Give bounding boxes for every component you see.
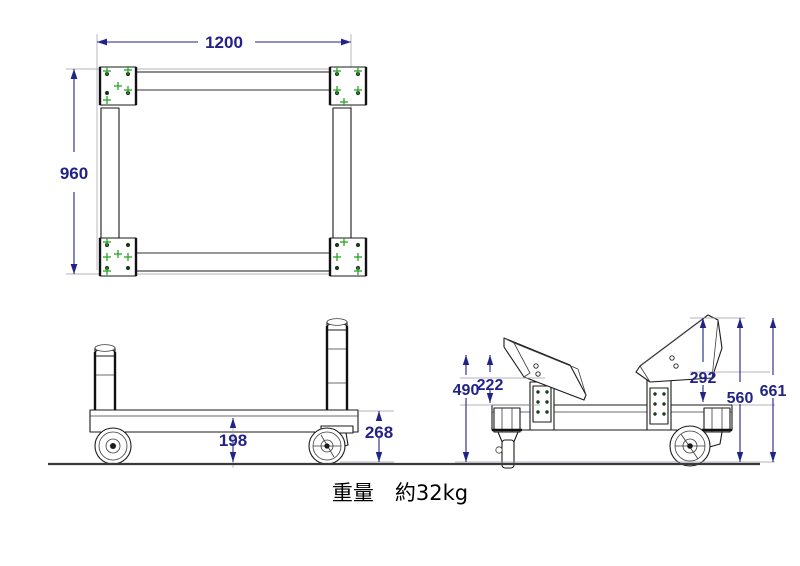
plan-corner-plate-top-right	[328, 66, 368, 106]
front-arm-base-value: 490	[453, 382, 480, 399]
bolt-hole	[545, 390, 549, 394]
plan-width-value: 1200	[205, 33, 243, 52]
plan-right-rail	[332, 107, 352, 257]
side-caster-right	[308, 425, 354, 465]
front-mid-height-value: 560	[727, 390, 754, 407]
dimension-plan-width: 1200	[97, 33, 351, 52]
front-riser-left	[529, 381, 555, 431]
center-cross-marks	[333, 238, 362, 275]
bolt-hole	[536, 400, 540, 404]
mount-hole	[673, 363, 679, 369]
plan-corner-plate-bottom-left	[98, 237, 138, 277]
front-elevation: 222 490 292	[453, 314, 787, 469]
bolt-hole	[536, 390, 540, 394]
side-post-left	[93, 344, 117, 411]
bolt-hole	[653, 402, 657, 406]
mount-hole	[535, 371, 541, 377]
bolt-hole	[536, 410, 540, 414]
dimension-front-mid-height: 560	[727, 318, 754, 462]
bolt-hole	[545, 410, 549, 414]
plan-left-rail	[100, 107, 120, 257]
plan-bottom-rail	[119, 252, 334, 272]
caster-mount	[703, 407, 731, 433]
front-arm-rise-right-value: 292	[690, 370, 717, 387]
bolt-hole	[653, 412, 657, 416]
bolt-hole	[355, 242, 361, 248]
side-deck-beam	[89, 409, 359, 433]
arm-body	[635, 314, 723, 383]
plan-corner-plate-top-left	[98, 66, 138, 106]
side-post-right	[325, 318, 349, 411]
caster-axle	[324, 443, 330, 449]
front-caster-left	[492, 407, 522, 469]
brake-lever	[495, 446, 503, 454]
plan-depth-value: 960	[60, 164, 88, 183]
bolt-hole	[334, 265, 340, 271]
bolt-hole	[662, 402, 666, 406]
bolt-hole	[104, 90, 110, 96]
dimension-front-arm-base: 490	[453, 355, 480, 462]
side-deck-height-value: 268	[365, 423, 393, 442]
front-support-arm-left	[503, 337, 587, 401]
bolt-hole	[662, 412, 666, 416]
plan-top-rail	[119, 71, 334, 91]
post-top-ellipse	[326, 318, 348, 326]
plan-view: 1200 960	[60, 33, 368, 277]
center-cross-marks	[333, 67, 362, 106]
plan-corner-plate-bottom-right	[328, 237, 368, 277]
dimension-front-arm-rise-left: 222	[477, 355, 504, 403]
bolt-hole	[125, 265, 131, 271]
dimension-front-arm-rise-right: 292	[690, 318, 717, 402]
side-caster-left	[94, 427, 132, 465]
weight-note: 重量 約32kg	[332, 481, 468, 505]
front-main-beam	[491, 404, 733, 431]
mount-hole	[669, 355, 675, 361]
dimension-plan-depth: 960	[60, 69, 88, 274]
post-top-ellipse	[94, 344, 116, 352]
front-caster-right	[669, 407, 732, 467]
caster-axle	[110, 443, 116, 449]
plan-frame-rails	[100, 71, 352, 272]
caster-wheel-edge	[501, 439, 515, 469]
bolt-hole	[334, 242, 340, 248]
bolt-hole	[662, 392, 666, 396]
front-arm-rise-value: 222	[477, 377, 504, 394]
bolt-hole	[545, 400, 549, 404]
front-overall-height-value: 661	[760, 383, 787, 400]
side-clearance-value: 198	[219, 431, 247, 450]
dimension-side-deck-height: 268	[340, 410, 394, 463]
mount-hole	[533, 363, 539, 369]
arm-body	[503, 337, 587, 401]
bolt-hole	[653, 392, 657, 396]
bolt-hole	[125, 242, 131, 248]
dimension-side-clearance: 198	[219, 418, 247, 468]
front-support-arm-right	[635, 314, 723, 383]
dimension-front-overall-height: 661	[760, 318, 787, 462]
caster-mount	[493, 407, 521, 433]
center-cross-marks	[103, 238, 132, 275]
caster-axle	[687, 443, 693, 449]
side-elevation: 198 268	[89, 318, 394, 468]
center-cross-marks	[103, 66, 132, 104]
